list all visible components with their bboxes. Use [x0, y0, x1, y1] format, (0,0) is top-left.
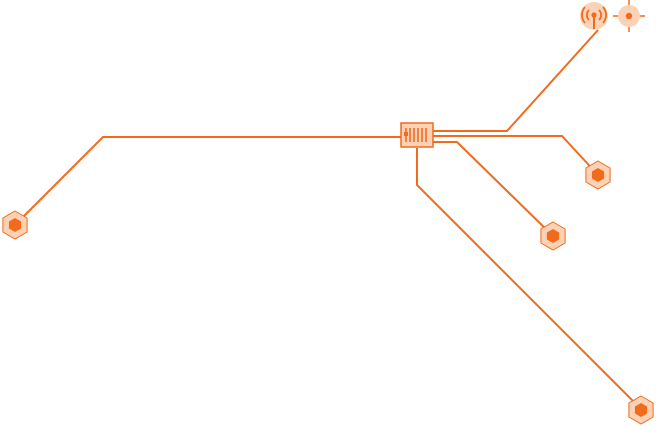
sensor-node-bottom[interactable]: [628, 395, 654, 425]
hexagon-node-icon: [540, 221, 566, 251]
target-node[interactable]: [613, 0, 645, 32]
hexagon-node-icon: [628, 395, 654, 425]
wire-to-middle-node: [433, 141, 554, 237]
hexagon-node-icon: [585, 160, 611, 190]
gateway-icon: [400, 122, 434, 148]
wire-to-antenna: [433, 29, 599, 132]
hexagon-node-icon: [2, 210, 28, 240]
antenna-node[interactable]: [580, 2, 608, 30]
sensor-node-middle[interactable]: [540, 221, 566, 251]
wire-to-right-node: [433, 135, 599, 176]
sensor-node-left[interactable]: [2, 210, 28, 240]
wire-to-bottom-node: [416, 148, 642, 410]
wireless-antenna-icon: [580, 2, 608, 30]
connections: [14, 29, 642, 410]
crosshair-target-icon: [613, 0, 645, 32]
wire-to-left-node: [14, 136, 402, 226]
hub-device[interactable]: [400, 122, 434, 148]
sensor-node-right[interactable]: [585, 160, 611, 190]
